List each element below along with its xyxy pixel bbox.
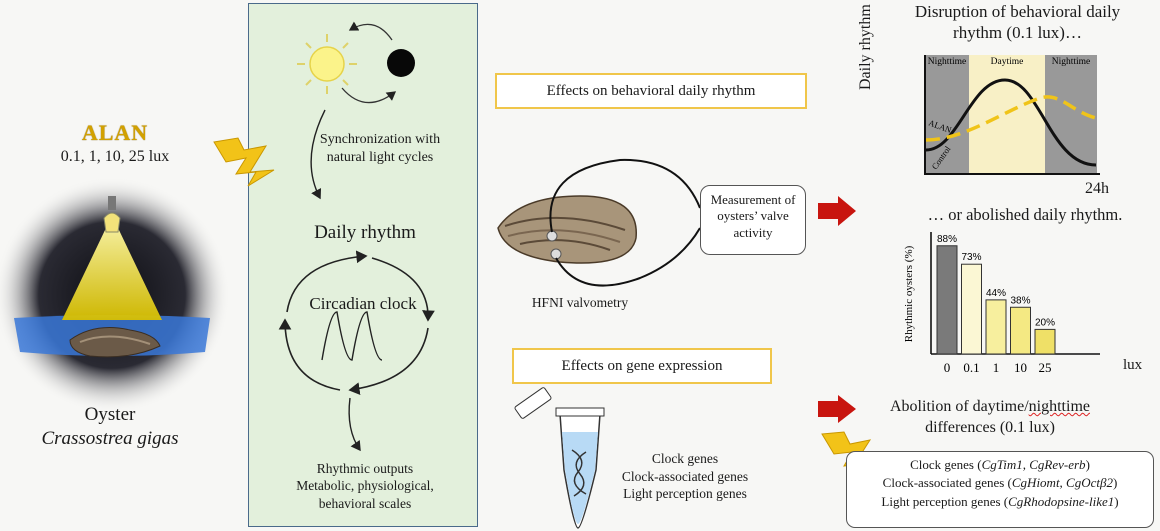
circadian-clock-label: Circadian clock xyxy=(309,294,417,313)
sync-arrow xyxy=(310,109,326,200)
bar-value-label: 88% xyxy=(937,234,957,245)
line-chart-xlabel: 24h xyxy=(1085,180,1109,197)
abolition-text: Abolition of daytime/nighttime differenc… xyxy=(880,397,1100,439)
oyster-common-name: Oyster xyxy=(84,404,136,425)
series-control xyxy=(925,78,1097,167)
bar-chart-xlabel: lux xyxy=(1123,357,1143,373)
bar-0.1 xyxy=(961,263,982,355)
rhythmic-outputs-text: Rhythmic outputs Metabolic, physiologica… xyxy=(270,460,460,512)
bar-1 xyxy=(985,299,1007,355)
bar-chart-ylabel: Rhythmic oysters (%) xyxy=(903,245,915,342)
bar-tick-label: 25 xyxy=(1039,360,1052,375)
bar-tick-label: 0 xyxy=(944,360,951,375)
red-arrow-behavior xyxy=(818,196,856,226)
phase-label-night-2: Nighttime xyxy=(1052,57,1091,67)
gene-category-item: Light perception genes xyxy=(623,486,747,502)
abolition-line1: Abolition of daytime/ xyxy=(890,398,1029,415)
bar-tick-label: 0.1 xyxy=(963,360,979,375)
circadian-cycle xyxy=(278,250,435,395)
moon-icon xyxy=(387,49,415,77)
daily-rhythm-chart: Nighttime Daytime Nighttime ALAN Control xyxy=(924,55,1100,175)
cycle-arrow-bottom xyxy=(341,87,397,104)
oyster-night-scene xyxy=(0,177,230,413)
valve-measurement-box: Measurement of oysters’ valve activity xyxy=(700,185,806,255)
bar-value-label: 44% xyxy=(986,288,1006,299)
sample-tube-icon xyxy=(514,387,605,529)
bar-value-label: 38% xyxy=(1010,295,1030,306)
daily-rhythm-ylabel: Daily rhythm xyxy=(857,4,874,90)
bar-25 xyxy=(1034,328,1056,355)
affected-genes-row: Clock-associated genes (CgHiomt, CgOctβ2… xyxy=(882,475,1118,491)
cycle-arrow-top xyxy=(348,21,393,41)
gene-category-list: Clock genes Clock-associated genes Light… xyxy=(605,450,765,503)
gene-category-item: Clock-associated genes xyxy=(621,468,749,484)
gene-category-item: Clock genes xyxy=(651,451,719,466)
abolished-rhythm-title: … or abolished daily rhythm. xyxy=(927,205,1123,224)
disruption-title: Disruption of behavioral daily rhythm (0… xyxy=(914,2,1121,42)
rhythmic-oysters-chart: Rhythmic oysters (%) 88% 0 73% 0.1 44% 1 38% 10… xyxy=(903,232,1100,375)
abolition-line2: differences (0.1 lux) xyxy=(925,418,1055,436)
outputs-detail: Metabolic, physiological, behavioral sca… xyxy=(296,478,434,511)
behavioral-effects-heading: Effects on behavioral daily rhythm xyxy=(495,73,807,109)
bar-tick-label: 1 xyxy=(993,360,1000,375)
affected-genes-row: Light perception genes (CgRhodopsine-lik… xyxy=(881,493,1119,509)
affected-genes-row: Clock genes (CgTim1, CgRev-erb) xyxy=(910,457,1090,472)
nighttime-band-left xyxy=(925,55,969,173)
lightning-icon xyxy=(213,137,275,187)
gene-expression-heading: Effects on gene expression xyxy=(512,348,772,384)
synchronization-text: Synchronization with natural light cycle… xyxy=(319,132,441,166)
alan-title: ALAN xyxy=(81,120,149,145)
series-alan xyxy=(925,95,1097,142)
phase-label-day: Daytime xyxy=(991,57,1024,67)
alan-lux-levels: 0.1, 1, 10, 25 lux xyxy=(60,148,170,165)
valvometry-oyster xyxy=(497,158,701,287)
bar-10 xyxy=(1010,306,1031,355)
oyster-species-name: Crassostrea gigas xyxy=(41,428,179,449)
affected-genes-box: Clock genes (CgTim1, CgRev-erb) Clock-as… xyxy=(846,451,1154,528)
bar-value-label: 20% xyxy=(1035,317,1055,328)
daily-rhythm-label: Daily rhythm xyxy=(314,222,416,243)
bar-value-label: 73% xyxy=(961,252,981,263)
phase-label-night-1: Nighttime xyxy=(928,57,967,67)
outputs-title: Rhythmic outputs xyxy=(316,461,414,476)
red-arrow-gene xyxy=(818,395,856,423)
bar-0 xyxy=(936,245,958,355)
hfni-valvometry-label: HFNI valvometry xyxy=(531,295,629,310)
sun-icon xyxy=(297,34,357,94)
output-arrow xyxy=(348,397,361,452)
bar-tick-label: 10 xyxy=(1014,360,1027,375)
abolition-nighttime: nighttime xyxy=(1028,398,1090,415)
